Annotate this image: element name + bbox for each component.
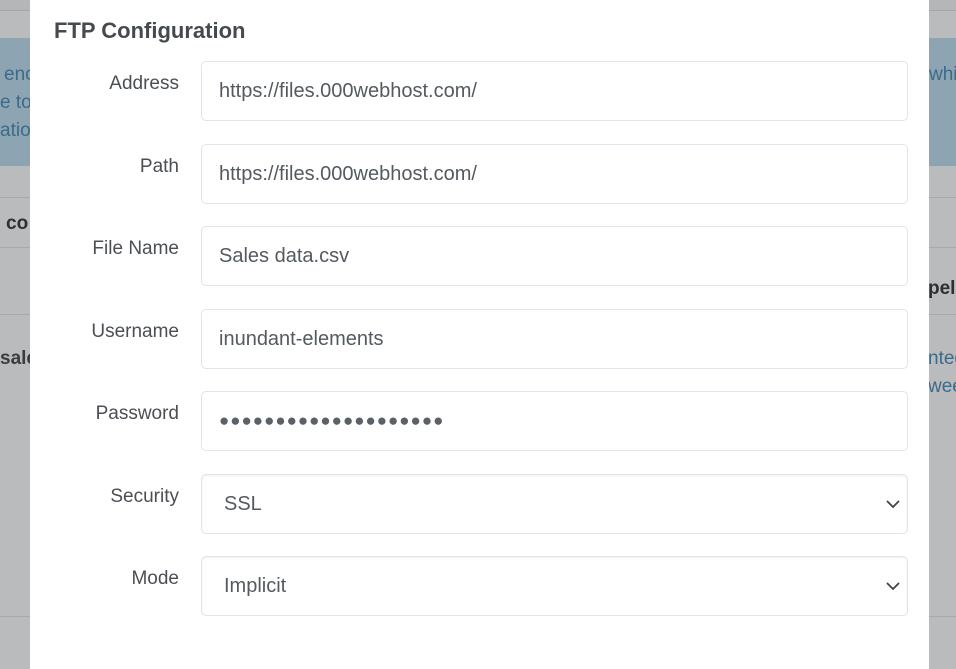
path-row: Path https://files.000webhost.com/ <box>30 144 929 204</box>
alert-text-fragment: atio <box>0 120 31 141</box>
mode-selected-value: Implicit <box>224 574 287 597</box>
table-header-fragment: pel <box>928 278 956 299</box>
file-name-label: File Name <box>92 238 179 259</box>
chevron-down-icon <box>885 578 901 594</box>
username-label: Username <box>91 321 179 342</box>
alert-text-fragment: e to <box>0 92 32 113</box>
username-row: Username inundant-elements <box>30 309 929 369</box>
password-input[interactable]: ●●●●●●●●●●●●●●●●●●●● <box>201 391 908 451</box>
password-label: Password <box>95 403 179 424</box>
modal-title: FTP Configuration <box>54 18 246 43</box>
address-input[interactable]: https://files.000webhost.com/ <box>201 61 908 121</box>
table-cell-fragment: weel <box>928 376 956 397</box>
mode-label: Mode <box>131 568 179 589</box>
section-header-fragment: co <box>6 213 29 234</box>
security-label: Security <box>110 486 179 507</box>
address-label: Address <box>109 73 179 94</box>
address-row: Address https://files.000webhost.com/ <box>30 61 929 121</box>
password-row: Password ●●●●●●●●●●●●●●●●●●●● <box>30 391 929 451</box>
chevron-down-icon <box>885 496 901 512</box>
file-name-input[interactable]: Sales data.csv <box>201 226 908 286</box>
alert-text-fragment: enc <box>4 64 35 85</box>
password-value: ●●●●●●●●●●●●●●●●●●●● <box>219 411 445 430</box>
file-name-row: File Name Sales data.csv <box>30 226 929 286</box>
table-cell-fragment: nteg <box>928 348 956 369</box>
path-value: https://files.000webhost.com/ <box>219 162 477 185</box>
path-label: Path <box>139 156 179 177</box>
mode-row: Mode Implicit <box>30 556 929 616</box>
security-row: Security SSL <box>30 474 929 534</box>
username-input[interactable]: inundant-elements <box>201 309 908 369</box>
security-select[interactable]: SSL <box>201 474 908 534</box>
username-value: inundant-elements <box>219 327 384 350</box>
path-input[interactable]: https://files.000webhost.com/ <box>201 144 908 204</box>
mode-select[interactable]: Implicit <box>201 556 908 616</box>
security-selected-value: SSL <box>224 492 262 515</box>
address-value: https://files.000webhost.com/ <box>219 79 477 102</box>
file-name-value: Sales data.csv <box>219 244 350 267</box>
table-cell-fragment: sale <box>0 348 37 369</box>
ftp-config-modal: FTP Configuration Address https://files.… <box>30 0 929 669</box>
